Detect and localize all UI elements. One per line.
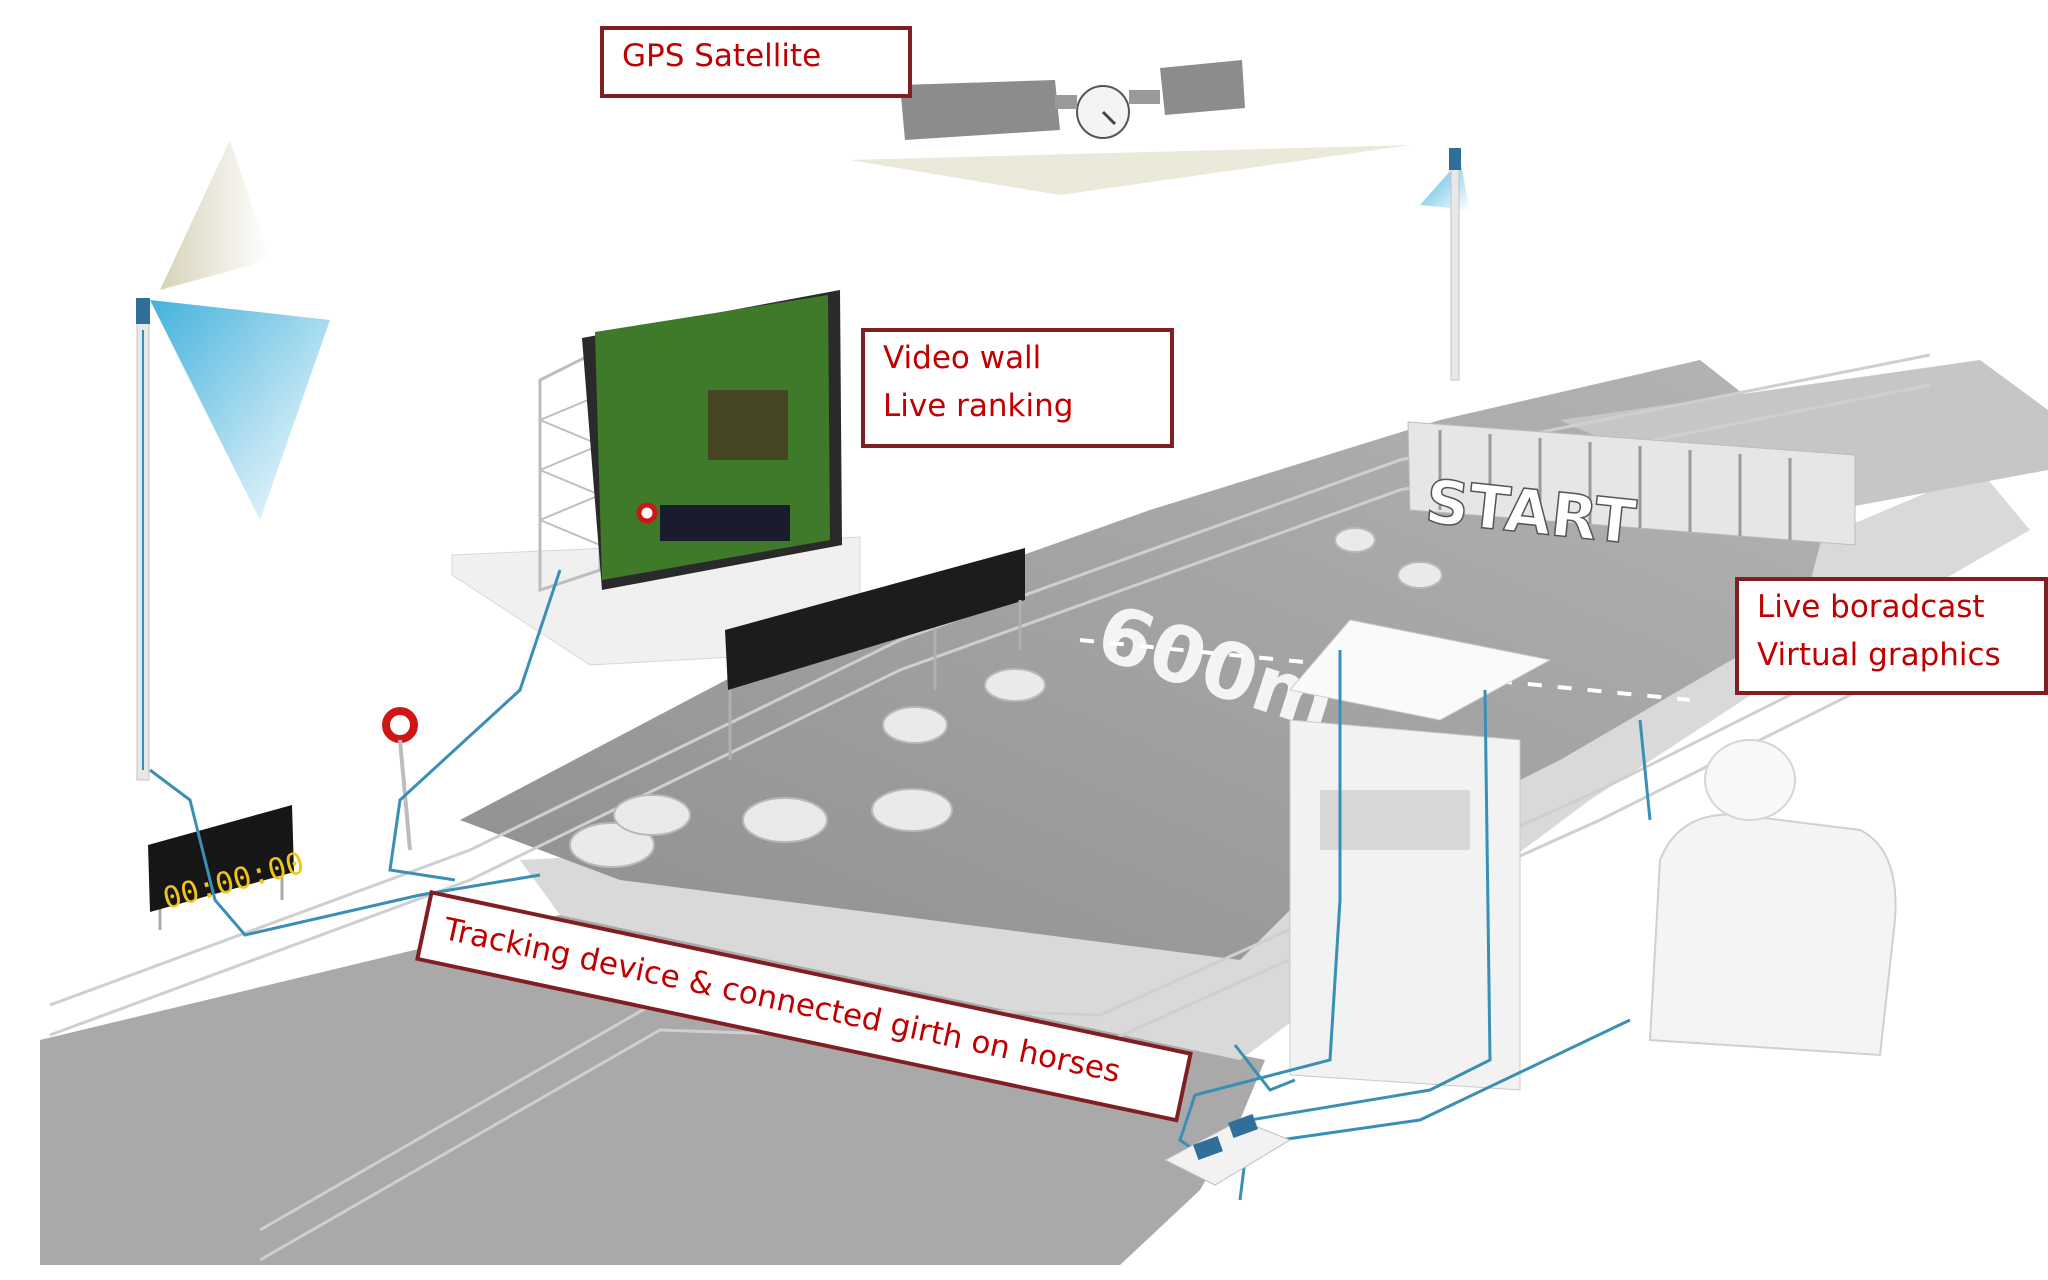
gps-satellite-label: GPS Satellite [600,26,912,98]
live-ranking-text: Live ranking [883,388,1074,424]
broadcast-van [1648,739,1897,1057]
live-broadcast-text: Live boradcast [1757,589,1985,625]
live-broadcast-label: Live boradcast Virtual graphics [1735,577,2048,695]
live-ranking-board [725,548,1025,760]
horses [569,527,1443,868]
floodlight-right [1420,148,1470,381]
race-timer-board: 00:00:00 [148,805,308,930]
finish-post-marker [382,502,658,851]
video-wall [451,290,861,666]
network-cables [149,569,1652,1201]
virtual-graphics-text: Virtual graphics [1757,637,2001,673]
video-wall-text: Video wall [883,340,1042,376]
gps-satellite-icon [850,60,1410,195]
floodlight-left [136,140,330,781]
control-desk [1163,1114,1292,1186]
gps-satellite-text: GPS Satellite [622,38,822,74]
video-wall-label: Video wall Live ranking [861,328,1174,448]
